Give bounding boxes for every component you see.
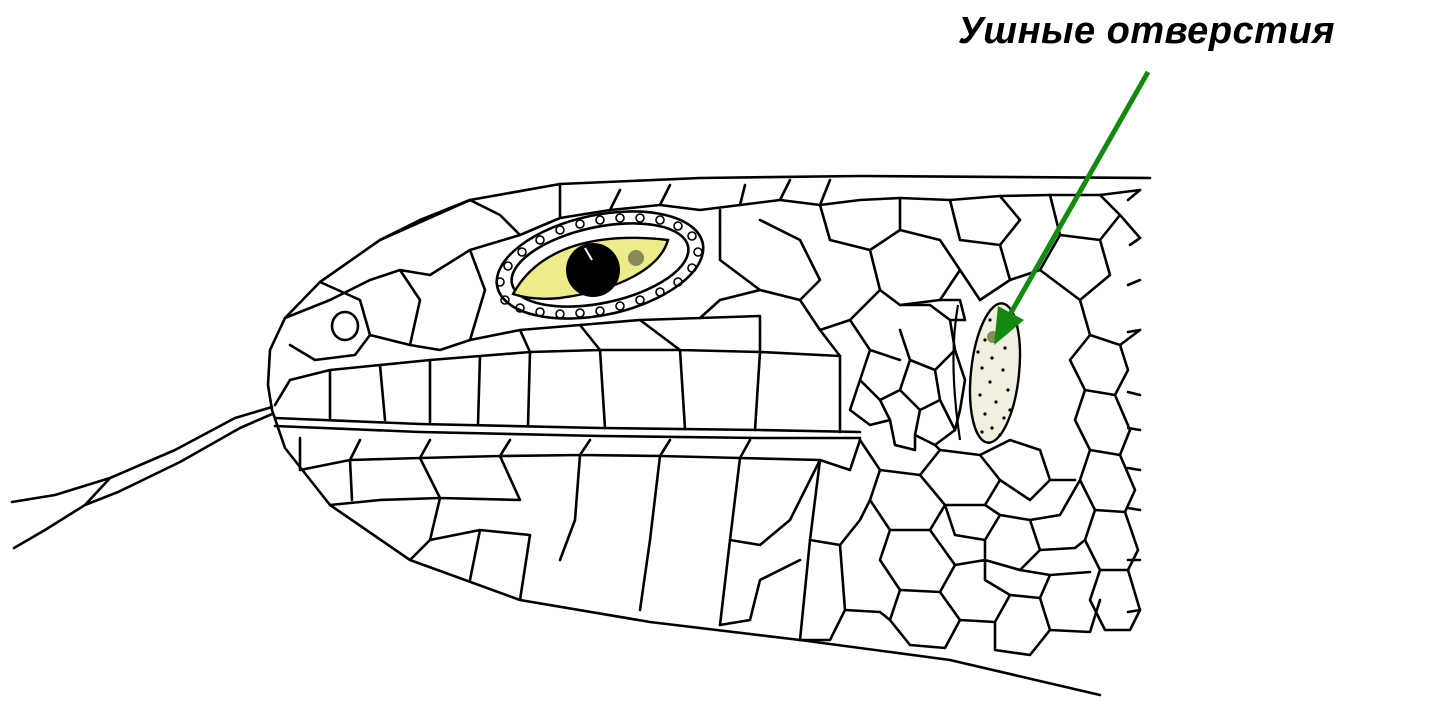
head-outline: [268, 176, 1150, 695]
mouth-line: [275, 418, 860, 438]
nostril: [332, 312, 358, 340]
tongue: [12, 407, 272, 548]
arrow-icon: [994, 72, 1148, 345]
ear-openings-label: Ушные отверстия: [958, 10, 1335, 53]
upper-labial-scales: [275, 350, 840, 432]
neck-scales: [1070, 300, 1140, 630]
throat-scales: [720, 440, 1100, 655]
granular-scales: [850, 300, 965, 450]
temporal-scales: [720, 195, 1140, 330]
